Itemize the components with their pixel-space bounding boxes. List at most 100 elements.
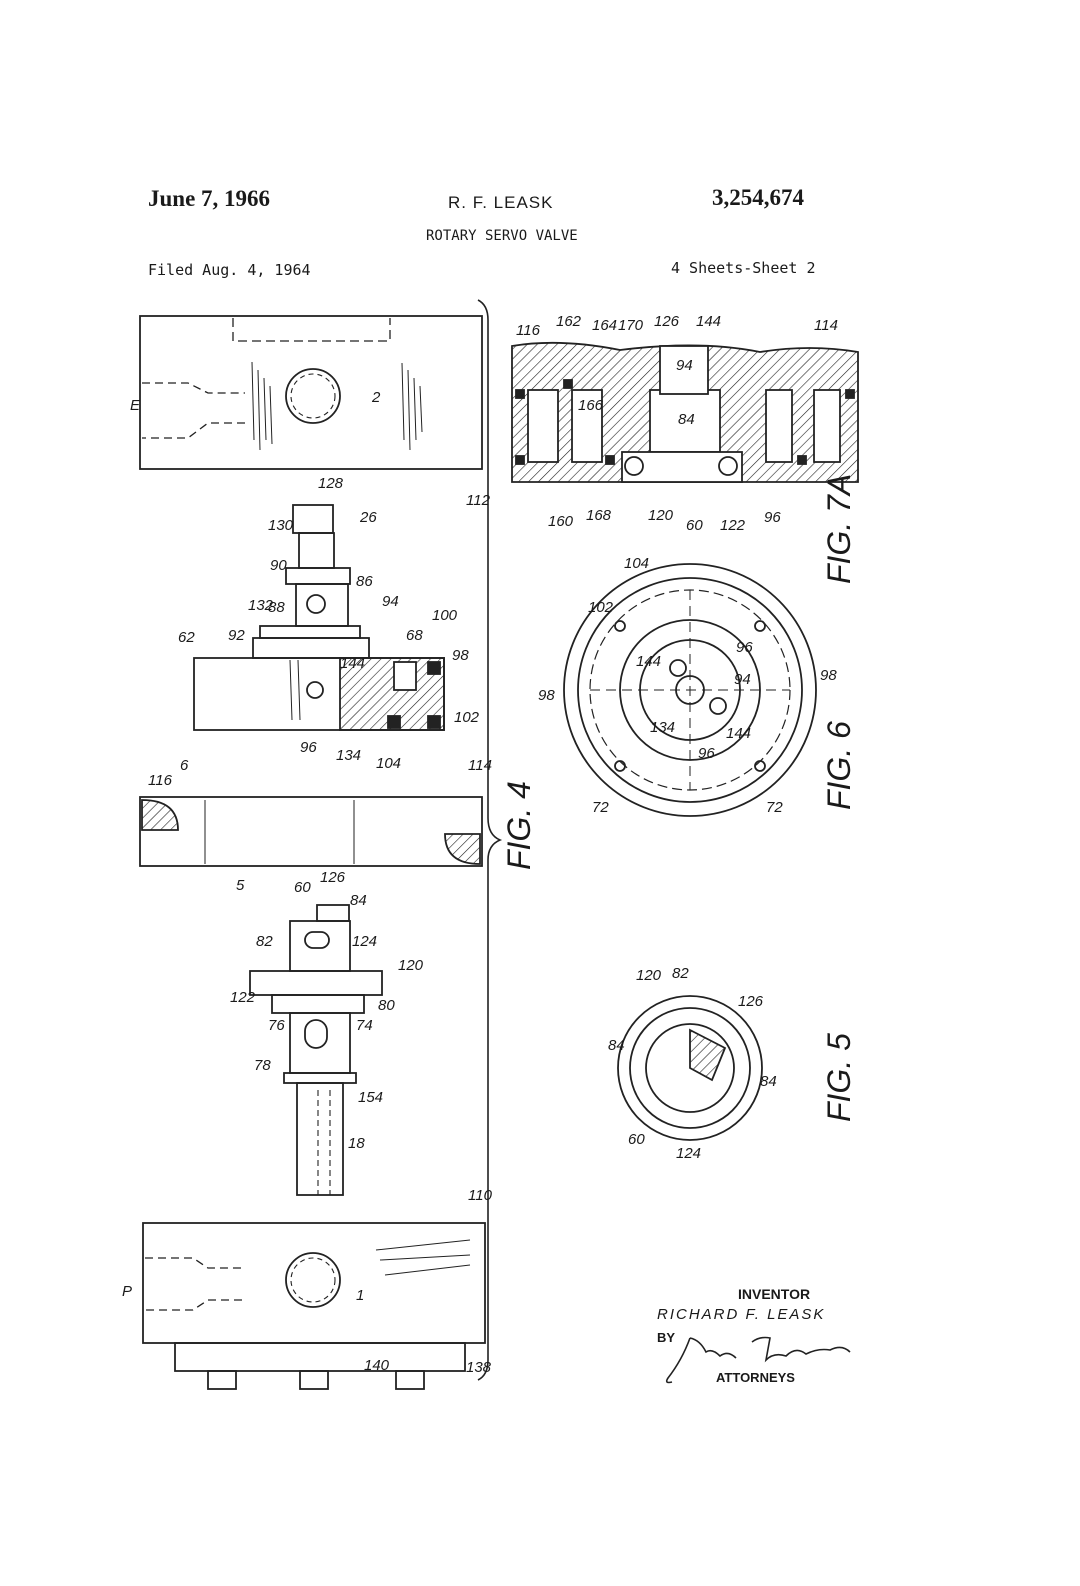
svg-text:68: 68 xyxy=(406,627,423,644)
svg-text:74: 74 xyxy=(356,1017,373,1034)
svg-text:114: 114 xyxy=(814,317,838,334)
svg-text:60: 60 xyxy=(686,517,703,534)
fig4-block-112 xyxy=(139,315,483,470)
svg-text:170: 170 xyxy=(618,317,644,334)
svg-text:90: 90 xyxy=(270,557,287,574)
inventor-header: R. F. LEASK xyxy=(448,193,554,212)
svg-text:18: 18 xyxy=(348,1135,365,1152)
svg-text:76: 76 xyxy=(268,1017,285,1034)
svg-text:144: 144 xyxy=(726,725,751,742)
fig4-bracket xyxy=(477,299,503,1381)
svg-text:126: 126 xyxy=(320,869,346,886)
svg-text:78: 78 xyxy=(254,1057,271,1074)
svg-text:128: 128 xyxy=(318,475,344,492)
svg-text:72: 72 xyxy=(766,799,783,816)
inventor-label: INVENTOR xyxy=(738,1286,811,1302)
svg-text:5: 5 xyxy=(236,877,245,894)
fig4-caption: FIG. 4 xyxy=(501,781,537,870)
filed-date: Filed Aug. 4, 1964 xyxy=(148,261,311,279)
svg-text:98: 98 xyxy=(820,667,837,684)
svg-text:84: 84 xyxy=(760,1073,777,1090)
svg-text:96: 96 xyxy=(764,509,781,526)
patent-number: 3,254,674 xyxy=(712,185,804,210)
svg-text:104: 104 xyxy=(376,755,401,772)
fig6-end-view xyxy=(563,563,817,817)
svg-text:138: 138 xyxy=(466,1359,492,1376)
fig4-block-110 xyxy=(142,1222,486,1390)
svg-text:E: E xyxy=(130,397,141,414)
svg-text:140: 140 xyxy=(364,1357,390,1374)
svg-text:114: 114 xyxy=(468,757,492,774)
svg-text:96: 96 xyxy=(300,739,317,756)
svg-text:122: 122 xyxy=(230,989,256,1006)
svg-text:132: 132 xyxy=(248,597,274,614)
fig4-labels: 2 E 112 128 26 130 90 86 88 94 132 92 62… xyxy=(122,389,493,1376)
fig5-caption: FIG. 5 xyxy=(821,1033,857,1122)
fig7a-caption: FIG. 7A xyxy=(821,474,857,584)
svg-text:2: 2 xyxy=(371,389,381,406)
svg-text:166: 166 xyxy=(578,397,604,414)
patent-title: ROTARY SERVO VALVE xyxy=(426,228,578,244)
fig6-labels: 104 102 98 98 144 144 96 96 94 134 72 72 xyxy=(538,555,837,816)
svg-text:P: P xyxy=(122,1283,132,1300)
svg-text:98: 98 xyxy=(452,647,469,664)
fig7a-labels: 116 162 164 170 126 144 94 114 166 84 16… xyxy=(516,313,838,534)
svg-text:120: 120 xyxy=(648,507,674,524)
svg-text:102: 102 xyxy=(588,599,614,616)
svg-text:124: 124 xyxy=(676,1145,701,1162)
svg-text:100: 100 xyxy=(432,607,458,624)
svg-text:124: 124 xyxy=(352,933,377,950)
attorneys-label: ATTORNEYS xyxy=(716,1370,795,1385)
svg-text:120: 120 xyxy=(398,957,424,974)
svg-text:1: 1 xyxy=(356,1287,364,1304)
svg-text:110: 110 xyxy=(468,1187,493,1204)
svg-text:130: 130 xyxy=(268,517,294,534)
svg-text:84: 84 xyxy=(608,1037,625,1054)
svg-text:84: 84 xyxy=(678,411,695,428)
figure-captions: FIG. 4 FIG. 7A FIG. 6 FIG. 5 xyxy=(501,474,857,1122)
patent-date: June 7, 1966 xyxy=(148,186,271,211)
fig7a-section xyxy=(511,341,859,483)
sheet-count: 4 Sheets-Sheet 2 xyxy=(671,259,816,277)
inventor-name: RICHARD F. LEASK xyxy=(657,1306,826,1323)
svg-text:72: 72 xyxy=(592,799,609,816)
fig4-rotor-62 xyxy=(193,504,445,731)
svg-text:96: 96 xyxy=(698,745,715,762)
svg-text:126: 126 xyxy=(738,993,764,1010)
by-label: BY xyxy=(657,1330,676,1345)
svg-text:82: 82 xyxy=(256,933,273,950)
svg-text:96: 96 xyxy=(736,639,753,656)
fig6-caption: FIG. 6 xyxy=(821,721,857,810)
svg-text:112: 112 xyxy=(466,492,491,509)
svg-text:160: 160 xyxy=(548,513,574,530)
svg-text:162: 162 xyxy=(556,313,582,330)
svg-text:92: 92 xyxy=(228,627,245,644)
fig5-labels: 120 82 84 84 126 60 124 xyxy=(608,965,777,1162)
fig4-shaft-60 xyxy=(249,904,383,1196)
svg-text:134: 134 xyxy=(336,747,361,764)
svg-text:88: 88 xyxy=(268,599,285,616)
svg-text:62: 62 xyxy=(178,629,195,646)
svg-text:26: 26 xyxy=(359,509,377,526)
svg-text:82: 82 xyxy=(672,965,689,982)
svg-text:6: 6 xyxy=(180,757,189,774)
svg-text:168: 168 xyxy=(586,507,612,524)
svg-text:154: 154 xyxy=(358,1089,383,1106)
svg-text:60: 60 xyxy=(628,1131,645,1148)
svg-text:94: 94 xyxy=(676,357,693,374)
svg-text:80: 80 xyxy=(378,997,395,1014)
svg-text:144: 144 xyxy=(340,655,365,672)
svg-text:94: 94 xyxy=(734,671,751,688)
svg-text:60: 60 xyxy=(294,879,311,896)
svg-text:144: 144 xyxy=(636,653,661,670)
svg-text:126: 126 xyxy=(654,313,680,330)
svg-text:116: 116 xyxy=(516,322,541,339)
attorney-signature xyxy=(665,1336,851,1384)
svg-text:94: 94 xyxy=(382,593,399,610)
svg-text:98: 98 xyxy=(538,687,555,704)
svg-text:122: 122 xyxy=(720,517,746,534)
svg-text:134: 134 xyxy=(650,719,675,736)
svg-text:86: 86 xyxy=(356,573,373,590)
svg-text:102: 102 xyxy=(454,709,480,726)
